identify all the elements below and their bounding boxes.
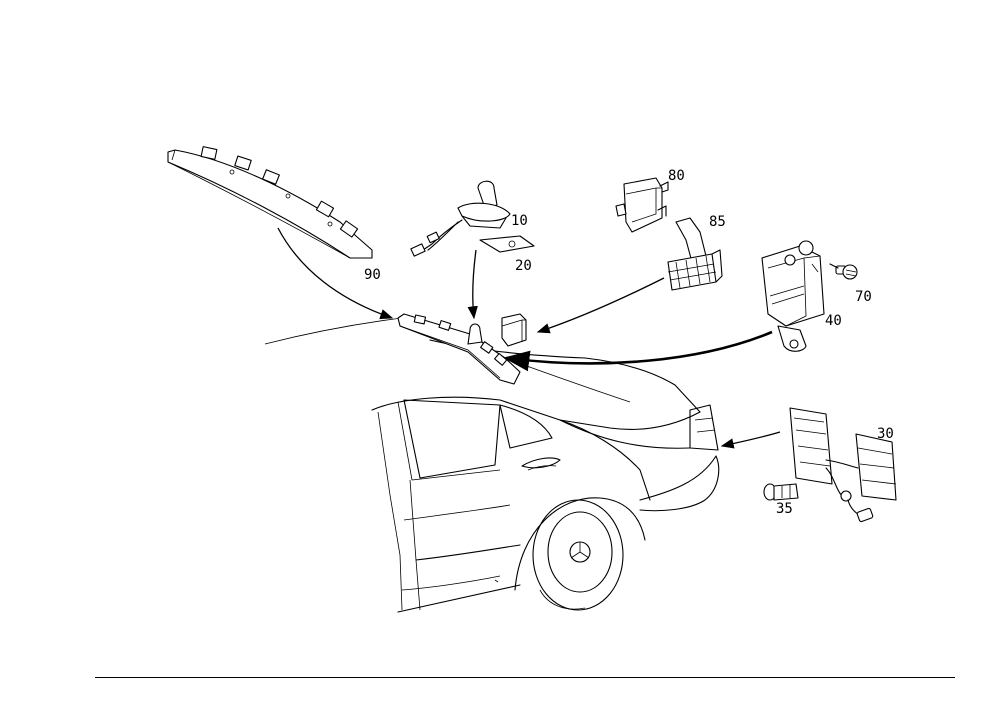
callout-10: 10 — [511, 213, 528, 229]
callout-90: 90 — [364, 267, 381, 283]
callout-85: 85 — [709, 214, 726, 230]
part-35-clip — [763, 483, 799, 501]
callout-70: 70 — [855, 289, 872, 305]
callout-80: 80 — [668, 168, 685, 184]
part-30-antenna-pads — [789, 407, 897, 523]
callout-30: 30 — [877, 426, 894, 442]
callout-40: 40 — [825, 313, 842, 329]
part-20-gasket — [479, 235, 535, 253]
part-90-antenna-strip — [167, 146, 373, 259]
callout-35: 35 — [776, 501, 793, 517]
callout-labels: 10 20 30 35 40 70 80 85 90 — [364, 168, 894, 517]
part-70-screw — [829, 263, 858, 280]
vehicle-body — [264, 317, 720, 613]
callout-20: 20 — [515, 258, 532, 274]
part-80-module — [615, 177, 669, 233]
leader-arrows — [277, 227, 781, 449]
footer-rule — [95, 677, 955, 678]
roof-antenna-assembly — [397, 313, 527, 385]
part-10-roof-antenna — [410, 180, 511, 257]
part-85-bracket — [667, 217, 723, 291]
part-40-amplifier — [761, 240, 825, 352]
